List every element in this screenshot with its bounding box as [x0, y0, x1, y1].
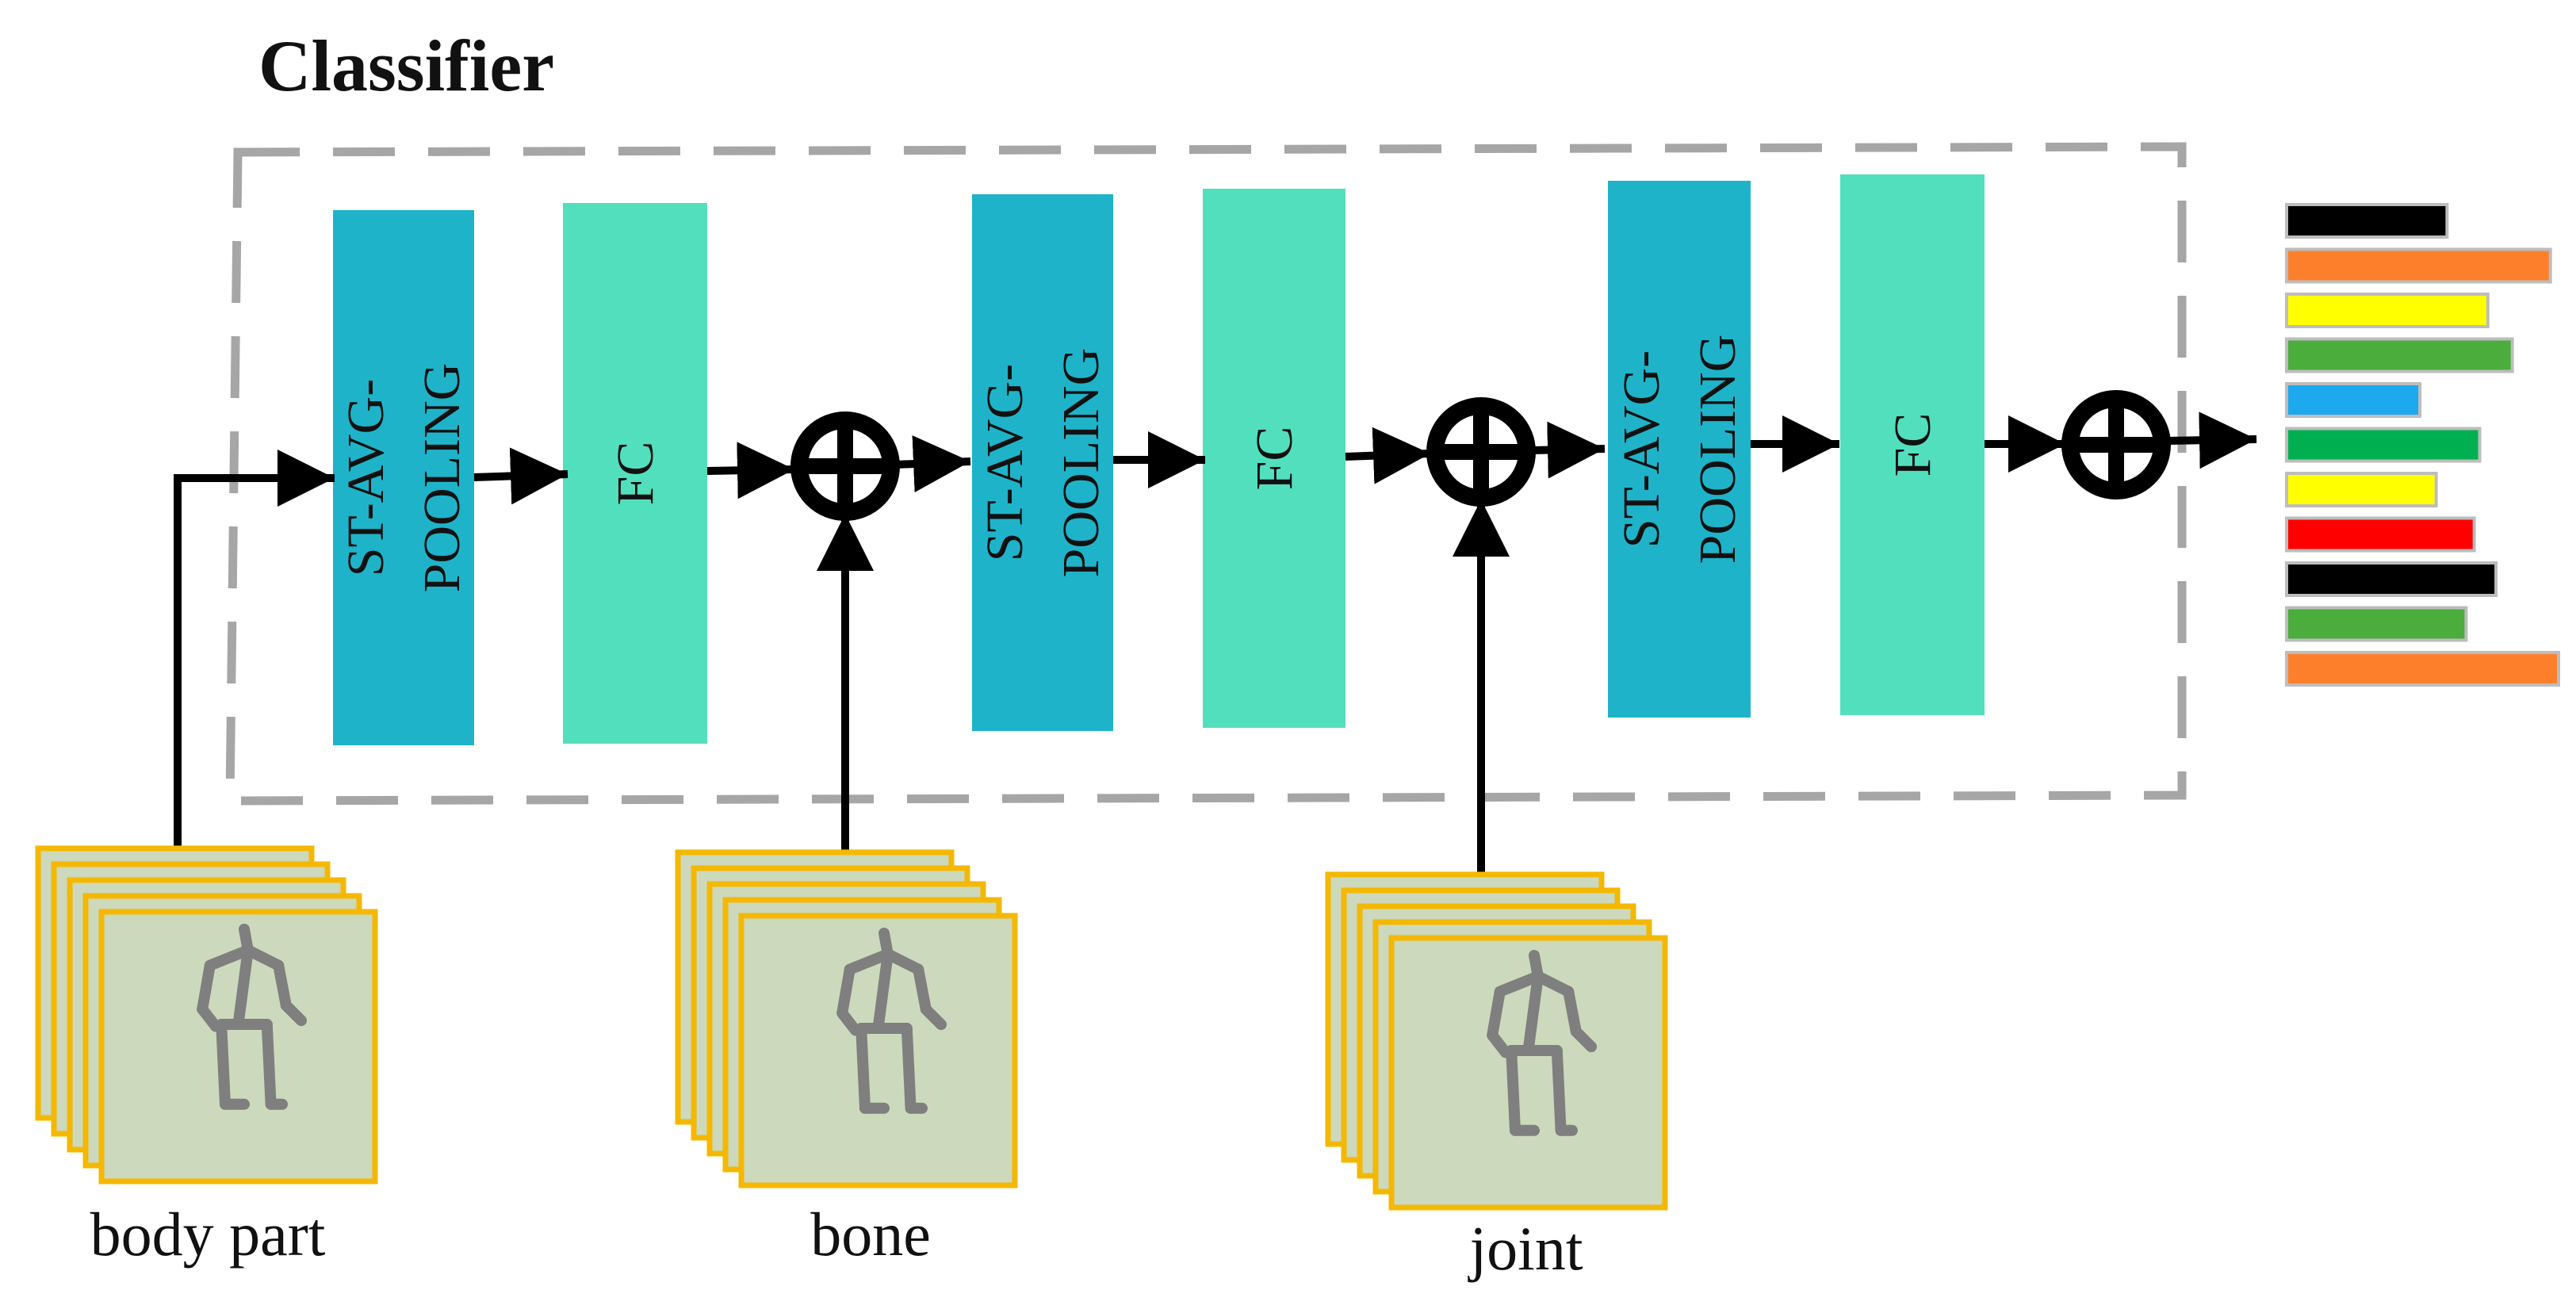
diagram-title: Classifier: [258, 25, 555, 106]
st-avg-pooling-block: [1608, 181, 1751, 718]
st-avg-pooling-block: [333, 210, 474, 745]
skeleton-limb: [836, 1007, 861, 1036]
skeleton-limb: [901, 1023, 917, 1114]
skeleton-limb: [261, 1019, 277, 1110]
skeleton-limb: [280, 1000, 307, 1027]
skeleton-limb: [836, 963, 855, 1019]
classifier-boundary: [225, 142, 2187, 806]
block-label-line: FC: [607, 442, 664, 506]
skeleton-limb: [844, 948, 894, 975]
fc-block: [563, 203, 707, 744]
block-label-line: POOLING: [1052, 348, 1110, 578]
arrow-right-icon: [473, 447, 568, 505]
fc-block-label: FC: [1246, 427, 1303, 491]
block-label-line: POOLING: [413, 363, 471, 593]
circle-plus-icon: [1426, 397, 1536, 507]
joint-frame-stack: [1325, 871, 1668, 1211]
output-score-bar: [2285, 472, 2438, 507]
fc-block: [1203, 189, 1345, 728]
pooling-block-label: ST-AVG- POOLING: [337, 363, 471, 593]
pooling-block-label: ST-AVG- POOLING: [1613, 335, 1747, 565]
skeleton-limb: [920, 1004, 947, 1031]
skeleton-limb: [872, 948, 894, 1032]
output-score-bar: [2285, 203, 2449, 239]
skeleton-limb: [1522, 970, 1544, 1054]
block-label-line: FC: [1246, 427, 1303, 491]
arrow-right-icon: [706, 442, 795, 499]
output-score-bar: [2285, 247, 2552, 284]
arrow-right-icon: [1531, 421, 1606, 479]
body-part-frame-stack: [35, 845, 378, 1185]
skeleton-limb: [232, 944, 254, 1028]
output-score-bar: [2285, 516, 2476, 553]
bone-frame-stack: [675, 849, 1018, 1188]
skeleton-limb: [1570, 1026, 1597, 1053]
input-label-joint: joint: [1469, 1214, 1583, 1283]
output-score-bar: [2285, 337, 2514, 373]
skeleton-limb: [1551, 1045, 1567, 1136]
skeleton-limb: [1494, 970, 1544, 997]
st-avg-pooling-block: [972, 194, 1113, 731]
skeleton-limb: [1563, 986, 1582, 1037]
block-label-line: ST-AVG-: [976, 364, 1034, 561]
skeleton-limb: [1506, 1045, 1521, 1136]
output-score-bar: [2285, 651, 2560, 687]
fc-block-label: FC: [607, 442, 664, 506]
block-label-line: FC: [1884, 413, 1942, 477]
input-label-bone: bone: [810, 1200, 931, 1269]
fc-block: [1840, 174, 1985, 715]
skeleton-figure-icon: [1487, 950, 1597, 1136]
output-score-bar: [2285, 382, 2422, 418]
skeleton-limb: [273, 959, 292, 1011]
output-score-bar: [2285, 606, 2468, 642]
block-label-line: POOLING: [1689, 335, 1747, 565]
skeleton-limb: [204, 944, 254, 971]
arrow-right-icon: [895, 435, 971, 493]
block-label-line: ST-AVG-: [1613, 350, 1671, 548]
skeleton-figure-icon: [836, 928, 947, 1114]
skeleton-figure-icon: [197, 924, 307, 1110]
input-label-body-part: body part: [90, 1200, 326, 1269]
fc-block-label: FC: [1884, 413, 1942, 477]
skeleton-limb: [197, 959, 216, 1015]
skeleton-limb: [197, 1003, 221, 1032]
pooling-block-label: ST-AVG- POOLING: [976, 348, 1110, 578]
skeleton-limb: [216, 1019, 231, 1110]
circle-plus-icon: [2061, 390, 2171, 499]
skeleton-limb: [1487, 986, 1506, 1041]
output-score-bar: [2285, 561, 2498, 597]
arrow-right-icon: [1345, 427, 1431, 484]
skeleton-limb: [913, 963, 932, 1015]
circle-plus-icon: [790, 411, 900, 521]
body-part-input-arrow: [174, 450, 335, 848]
arrow-right-icon: [2166, 411, 2257, 469]
block-label-line: ST-AVG-: [337, 379, 395, 576]
output-score-bar: [2285, 427, 2482, 463]
skeleton-limb: [855, 1023, 871, 1114]
output-score-bar: [2285, 293, 2490, 328]
skeleton-limb: [1487, 1029, 1511, 1058]
